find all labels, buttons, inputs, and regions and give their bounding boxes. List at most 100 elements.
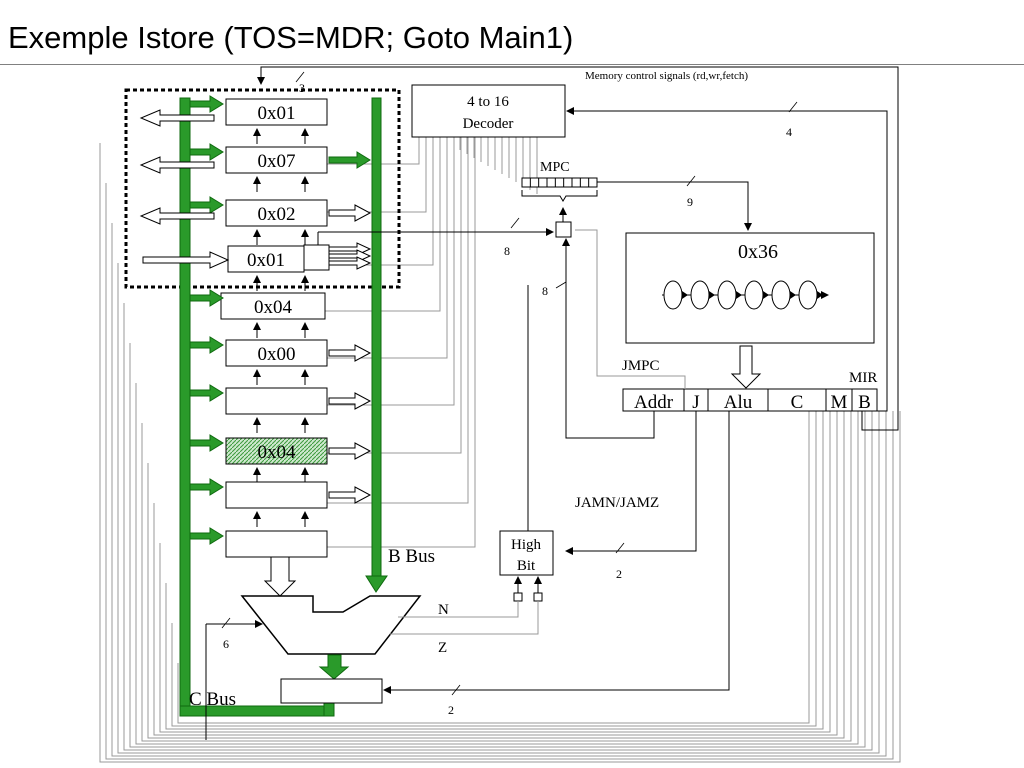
register-value: 0x02 xyxy=(258,204,296,225)
wire-width-marks xyxy=(221,71,798,696)
z-label: Z xyxy=(438,640,447,656)
register-9 xyxy=(189,527,328,558)
control-wire xyxy=(117,263,880,754)
control-wire xyxy=(123,303,873,751)
n-flipflop xyxy=(513,592,523,602)
b-bus-label: B Bus xyxy=(388,546,435,567)
chain-arrowhead xyxy=(817,291,823,299)
shifter-ctrl-width: 2 xyxy=(448,703,454,717)
register-3: 0x01 xyxy=(227,245,309,291)
decoder-box xyxy=(411,84,566,138)
register-8 xyxy=(189,478,372,527)
b-bus xyxy=(365,97,388,593)
register-5: 0x00 xyxy=(189,336,372,385)
jamn-jamz-label: JAMN/JAMZ xyxy=(575,495,659,511)
control-wire xyxy=(129,343,866,748)
b-bus-enable-arrow xyxy=(328,151,371,169)
alu xyxy=(240,595,422,655)
n-label: N xyxy=(438,602,449,618)
mir-field-m: M xyxy=(831,392,848,413)
chain-arrowhead xyxy=(763,291,769,299)
mpc-bit-cells xyxy=(529,178,590,187)
microinstruction-node xyxy=(717,280,737,310)
control-wire xyxy=(177,411,810,724)
register-value: 0x01 xyxy=(247,250,285,271)
jam-wire xyxy=(565,411,697,555)
register-7: 0x04 xyxy=(189,434,372,483)
register-value: 0x04 xyxy=(254,297,293,318)
mdr-out-arrow xyxy=(139,156,215,174)
shifter xyxy=(280,678,383,704)
mpc-register xyxy=(521,177,598,188)
register-0: 0x01 xyxy=(189,95,328,144)
register-box xyxy=(225,387,328,415)
mir-field-c: C xyxy=(791,392,804,413)
control-wire xyxy=(99,143,901,763)
b-bus-output-arrow xyxy=(328,204,372,222)
next-address-width: 9 xyxy=(687,195,693,209)
title-divider xyxy=(0,64,1024,65)
b-decoder-width: 4 xyxy=(786,125,792,139)
z-flag-wire xyxy=(390,601,539,635)
dotted-highlight-box xyxy=(124,88,401,289)
c-bus-write-arrow xyxy=(189,478,224,496)
jmpc-wire xyxy=(575,229,686,389)
mpc-label: MPC xyxy=(540,160,570,175)
jump-bits-width: 2 xyxy=(616,567,622,581)
addr-to-mpc-wire xyxy=(562,238,655,439)
chain-arrowhead xyxy=(682,291,688,299)
shifter-control-wire xyxy=(383,411,730,694)
microinstruction-node xyxy=(744,280,764,310)
slide-title: Exemple Istore (TOS=MDR; Goto Main1) xyxy=(8,20,574,55)
alu-ctrl-width: 6 xyxy=(223,637,229,651)
microinstruction-node xyxy=(798,280,818,310)
register-box xyxy=(225,339,328,367)
mir-field-addr: Addr xyxy=(634,392,674,413)
high-bit-label-2: Bit xyxy=(517,558,536,574)
chain-arrowhead xyxy=(709,291,715,299)
c-field-width: 3 xyxy=(299,81,305,95)
microinstruction-chain xyxy=(662,280,829,310)
c-bus-write-arrow xyxy=(189,143,224,161)
store-to-mir-arrow xyxy=(730,345,762,389)
microinstruction-node xyxy=(771,280,791,310)
memory-interface-arrows xyxy=(139,109,230,269)
mir-field-b: B xyxy=(858,392,871,413)
register-box xyxy=(225,199,328,227)
register-box xyxy=(225,146,328,174)
mar-out-arrow xyxy=(139,109,215,127)
b-bus-output-arrow xyxy=(328,392,372,410)
control-wire xyxy=(111,223,887,757)
register-box xyxy=(225,437,328,465)
chain-arrowhead xyxy=(790,291,796,299)
register-value: 0x00 xyxy=(258,344,296,365)
z-flipflop xyxy=(533,592,543,602)
high-bit-box xyxy=(499,530,554,576)
c-bus-write-arrow xyxy=(189,384,224,402)
register-4: 0x04 xyxy=(189,289,326,338)
mir-field-alu: Alu xyxy=(724,392,753,413)
control-wire xyxy=(165,411,824,730)
c-bus-write-arrow xyxy=(189,527,224,545)
n-flag-wire xyxy=(398,601,519,618)
addr-to-mux-width: 8 xyxy=(504,244,510,258)
c-bus-write-arrow xyxy=(189,289,224,307)
mbr-extender-box xyxy=(303,244,330,271)
mpc-to-store-wire xyxy=(597,181,752,231)
control-wire xyxy=(159,411,831,733)
c-bus-label: C Bus xyxy=(189,689,236,710)
register-box xyxy=(225,530,328,558)
register-box xyxy=(220,292,326,320)
b-bus-output-arrow xyxy=(328,486,372,504)
mir-label: MIR xyxy=(849,370,877,386)
control-signal-wires xyxy=(99,137,901,763)
memory-control-wire xyxy=(257,66,899,431)
or-gate-box xyxy=(555,221,572,238)
register-value: 0x07 xyxy=(258,151,296,172)
control-wire xyxy=(141,411,852,742)
control-wire xyxy=(171,411,817,727)
a-bus-arrow xyxy=(263,556,297,597)
b-decoder-wire xyxy=(566,107,888,412)
mbr-to-mux-width: 8 xyxy=(542,284,548,298)
